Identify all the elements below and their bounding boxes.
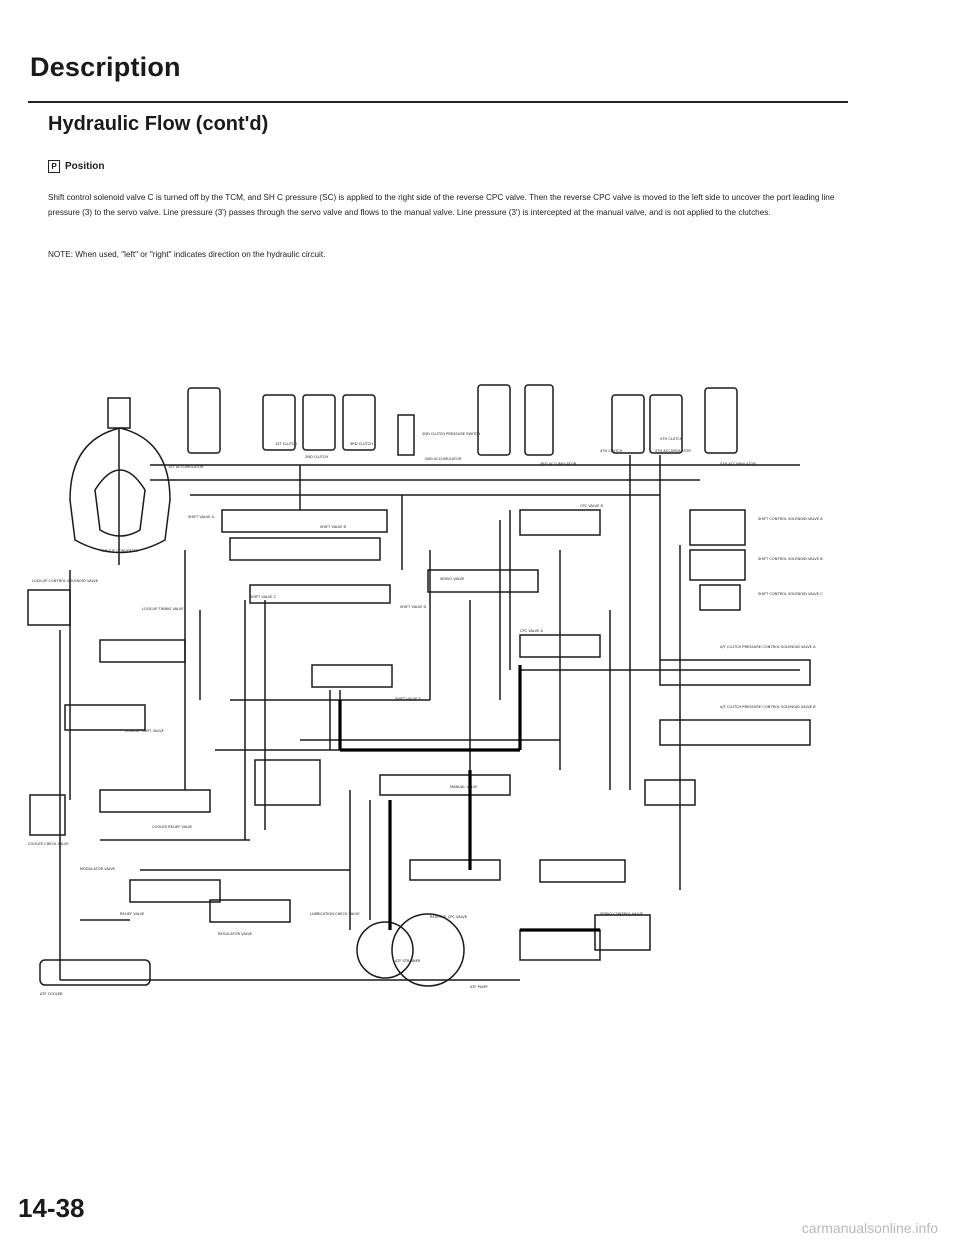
label-shift-solenoid-c: SHIFT CONTROL SOLENOID VALVE C [758, 592, 823, 596]
label-clutch-4th: 4TH CLUTCH [600, 449, 623, 453]
subtitle: Hydraulic Flow (cont'd) [48, 113, 269, 135]
label-accumulator-5th: 5TH ACCUMULATOR [720, 462, 756, 466]
label-modulator-valve: MODULATOR VALVE [80, 867, 116, 871]
label-shift-valve-e: SHIFT VALVE E [395, 697, 422, 701]
label-shift-solenoid-a: SHIFT CONTROL SOLENOID VALVE A [758, 517, 823, 521]
label-accumulator-3rd: 3RD ACCUMULATOR [540, 462, 577, 466]
label-shift-valve-b: SHIFT VALVE B [320, 525, 347, 529]
label-clutch-5th: 5TH CLUTCH [660, 437, 683, 441]
note-paragraph: NOTE: When used, "left" or "right" indic… [48, 250, 326, 259]
label-shift-valve-c: SHIFT VALVE C [250, 595, 277, 599]
label-atf-pump: ATF PUMP [470, 985, 488, 989]
label-clutch-2nd: 2ND CLUTCH [305, 455, 328, 459]
label-manual-valve: MANUAL VALVE [450, 785, 478, 789]
label-clutch-3rd: 3RD CLUTCH [350, 442, 373, 446]
label-pressure-switch: 2ND CLUTCH PRESSURE SWITCH [422, 432, 481, 436]
label-lockup-shift-valve: LOCK-UP SHIFT VALVE [125, 729, 165, 733]
label-accumulator-4th: 4TH ACCUMULATOR [655, 449, 691, 453]
label-cpc-valve-a: CPC VALVE A [520, 629, 543, 633]
body-paragraph: Shift control solenoid valve C is turned… [48, 193, 835, 217]
label-torque-converter: TORQUE CONVERTER [99, 549, 139, 553]
label-shift-solenoid-b: SHIFT CONTROL SOLENOID VALVE B [758, 557, 823, 561]
label-cooler-relief: COOLER RELIEF VALVE [152, 825, 193, 829]
label-lubrication-check: LUBRICATION CHECK VALVE [310, 912, 360, 916]
title-rule [28, 101, 848, 103]
label-cpc-valve-b: CPC VALVE B [580, 504, 603, 508]
label-lockup-control-solenoid: LOCK-UP CONTROL SOLENOID VALVE [32, 579, 99, 583]
position-heading: P Position [48, 160, 104, 173]
label-clutch-pressure-a: A/T CLUTCH PRESSURE CONTROL SOLENOID VAL… [720, 645, 816, 649]
label-reverse-cpc: REVERSE CPC VALVE [430, 915, 468, 919]
label-relief-valve: RELIEF VALVE [120, 912, 145, 916]
section-title: Description [30, 52, 181, 82]
position-label: Position [65, 161, 105, 172]
label-atf-cooler: ATF COOLER [40, 992, 63, 996]
label-lockup-timing-valve: LOCK-UP TIMING VALVE [142, 607, 184, 611]
watermark: carmanualsonline.info [801, 1220, 938, 1236]
label-accumulator-2nd: 2ND ACCUMULATOR [425, 457, 462, 461]
position-symbol: P [48, 160, 60, 173]
hydraulic-circuit-diagram: LOCK-UP CONTROL SOLENOID VALVE TORQUE CO… [27, 384, 823, 996]
label-clutch-pressure-b: A/T CLUTCH PRESSURE CONTROL SOLENOID VAL… [720, 705, 816, 709]
page-number: 14-38 [18, 1193, 85, 1223]
label-servo-ctrl: SERVO CONTROL VALVE [600, 912, 644, 916]
label-servo-valve: SERVO VALVE [440, 577, 465, 581]
label-accumulator-1st: 1ST ACCUMULATOR [168, 465, 204, 469]
label-clutch-1st: 1ST CLUTCH [275, 442, 297, 446]
label-regulator-valve: REGULATOR VALVE [218, 932, 253, 936]
label-shift-valve-d: SHIFT VALVE D [400, 605, 427, 609]
label-shift-valve-a: SHIFT VALVE A [188, 515, 215, 519]
label-atf-strainer: ATF STRAINER [395, 959, 421, 963]
label-cooler-check-valve: COOLER CHECK VALVE [28, 842, 69, 846]
